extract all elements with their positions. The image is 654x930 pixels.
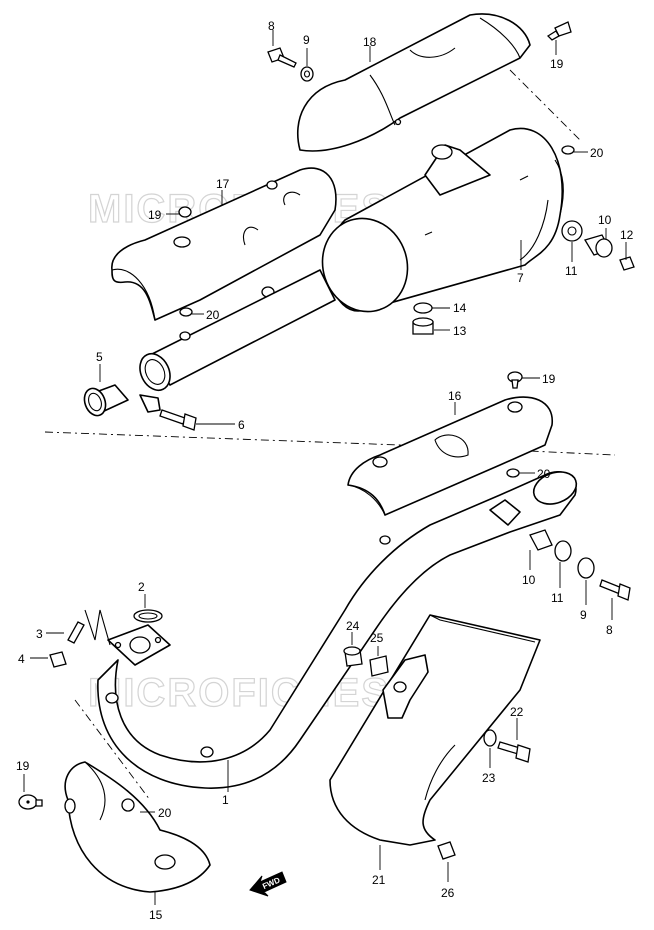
callout-26: 26 [441, 886, 455, 900]
callout-6: 6 [238, 418, 245, 432]
callout-12: 12 [620, 228, 634, 242]
callout-3: 3 [36, 627, 43, 641]
leader-lines [23, 30, 627, 905]
callout-9-low: 9 [580, 608, 587, 622]
callout-24: 24 [346, 619, 360, 633]
callout-13: 13 [453, 324, 467, 338]
callout-4: 4 [18, 652, 25, 666]
heat-shield-17 [111, 167, 337, 321]
callout-1: 1 [222, 793, 229, 807]
callout-21: 21 [372, 873, 386, 887]
callout-14: 14 [453, 301, 467, 315]
callout-20-right: 20 [537, 467, 551, 481]
callout-19-right: 19 [542, 372, 556, 386]
callout-25: 25 [370, 631, 384, 645]
callout-11-top: 11 [565, 264, 578, 278]
exhaust-pipe-1 [97, 470, 578, 789]
callout-20-bottom: 20 [158, 806, 172, 820]
side-guard-21 [329, 614, 541, 846]
heat-shield-16 [347, 396, 553, 516]
callout-8-low: 8 [606, 623, 613, 637]
muffler-7 [321, 127, 564, 313]
callout-19-top: 19 [550, 57, 564, 71]
callout-15: 15 [149, 908, 163, 922]
callout-18: 18 [363, 35, 377, 49]
callout-19-bottom: 19 [16, 759, 30, 773]
pipe-protector-15 [64, 761, 211, 893]
callout-23: 23 [482, 771, 496, 785]
hardware [18, 21, 635, 860]
callout-11-low: 11 [551, 591, 564, 605]
callout-17: 17 [216, 177, 230, 191]
callout-9-top: 9 [303, 33, 310, 47]
callout-8-top: 8 [268, 19, 275, 33]
fwd-arrow: FWD [249, 871, 287, 897]
callout-10-low: 10 [522, 573, 536, 587]
callout-19-left: 19 [148, 208, 162, 222]
callout-20-top: 20 [590, 146, 604, 160]
assembly-lines [44, 69, 616, 801]
callout-2: 2 [138, 580, 145, 594]
sleeve-gasket-5 [83, 384, 129, 417]
callout-7: 7 [517, 271, 524, 285]
callout-20-mid: 20 [206, 308, 220, 322]
callouts: 8 9 18 19 20 17 19 10 12 11 7 20 14 13 5… [16, 19, 634, 922]
callout-22: 22 [510, 705, 524, 719]
connecting-pipe [139, 269, 336, 413]
heat-shield-18 [296, 13, 531, 152]
callout-16: 16 [448, 389, 462, 403]
callout-5: 5 [96, 350, 103, 364]
callout-10-top: 10 [598, 213, 612, 227]
